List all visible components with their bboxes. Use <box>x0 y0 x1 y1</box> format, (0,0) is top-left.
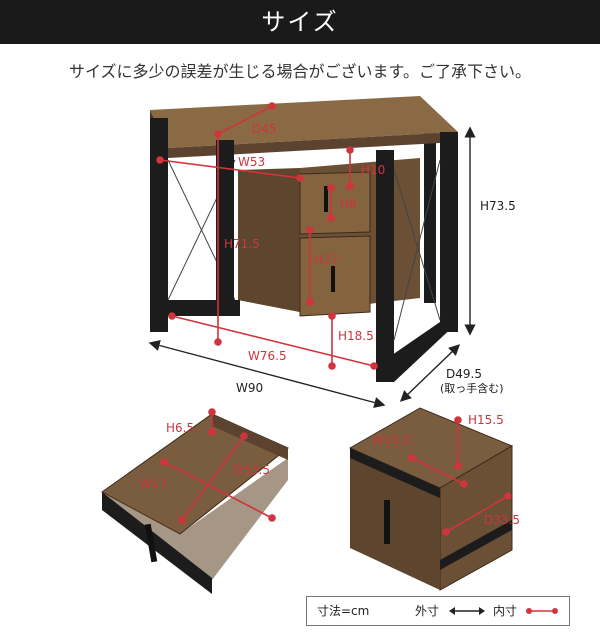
page-title: サイズ <box>261 8 339 36</box>
dim-dot <box>240 432 248 440</box>
desk-top-surface <box>150 96 458 148</box>
label-h8: H8 <box>340 197 357 211</box>
dim-dot <box>296 174 304 182</box>
legend-unit: 寸法=cm <box>317 604 370 618</box>
label-h18-5: H18.5 <box>338 329 374 343</box>
large-drawer-runner <box>440 520 512 570</box>
large-drawer-illustration <box>348 407 514 591</box>
label-small-h6-5: H6.5 <box>166 421 194 435</box>
label-h10: H10 <box>361 163 385 177</box>
legend: 寸法=cm 外寸 内寸 <box>306 596 570 626</box>
dim-arrow-d49-5 <box>399 344 461 402</box>
dim-dot <box>346 182 354 190</box>
small-drawer-back-edge <box>212 414 288 460</box>
dim-dot <box>214 338 222 346</box>
header-bar: サイズ <box>0 0 600 44</box>
dim-dot <box>156 156 164 164</box>
small-drawer-handle <box>144 523 158 563</box>
dim-dot <box>268 514 276 522</box>
label-large-h15-5: H15.5 <box>468 413 504 427</box>
dim-dot <box>268 102 276 110</box>
cross-brace-right-1 <box>393 169 441 321</box>
desk-leg-left-rear-front <box>216 140 234 315</box>
dim-dot <box>327 214 335 222</box>
label-h71-5: H71.5 <box>224 237 260 251</box>
label-w76-5: W76.5 <box>248 349 287 363</box>
label-small-w17: W17 <box>140 477 167 491</box>
dim-dot <box>168 312 176 320</box>
dim-dot <box>454 416 462 424</box>
outer-arrow-icon <box>449 607 485 615</box>
label-d45: D45 <box>252 122 277 136</box>
lower-drawer-handle <box>331 266 335 292</box>
dim-line-small-d33-5 <box>181 435 245 521</box>
dim-dot <box>460 480 468 488</box>
dim-dot <box>327 184 335 192</box>
label-w53: W53 <box>238 155 265 169</box>
desk-illustration <box>150 96 458 382</box>
label-w90: W90 <box>236 381 263 395</box>
label-small-d33-5: D33.5 <box>234 463 270 477</box>
dim-dot <box>454 462 462 470</box>
label-large-w15-5: W15.5 <box>372 433 411 447</box>
small-drawer-illustration <box>101 413 289 594</box>
label-large-d33-5: D33.5 <box>484 513 520 527</box>
label-h27: H27 <box>314 253 338 267</box>
inner-dot-line-icon <box>526 608 558 614</box>
cross-brace-right-2 <box>393 159 441 341</box>
dim-dot <box>346 146 354 154</box>
large-drawer-handle <box>384 500 390 544</box>
desk-top-edge-front <box>168 132 458 158</box>
dim-line-d45 <box>217 105 273 135</box>
label-h73-5: H73.5 <box>480 199 516 213</box>
large-drawer-front-rail <box>350 448 440 498</box>
dim-dot <box>306 226 314 234</box>
dim-dot <box>442 528 450 536</box>
desk-outer-dimensions <box>148 126 476 408</box>
dim-dot <box>160 458 168 466</box>
dim-dot <box>306 298 314 306</box>
dim-dot <box>504 492 512 500</box>
dim-dot <box>208 428 216 436</box>
dim-line-large-d33-5 <box>445 495 509 533</box>
dim-dot <box>328 312 336 320</box>
legend-outer-label: 外寸 <box>415 604 440 618</box>
desk-leg-right-back <box>440 132 458 332</box>
dim-arrow-w90 <box>148 340 386 408</box>
desk-leg-front-left <box>150 118 168 332</box>
desk-leg-back-right <box>424 128 436 303</box>
dim-dot <box>328 362 336 370</box>
dim-line-w53 <box>159 159 301 179</box>
drawer-cabinet-front <box>238 168 300 312</box>
dim-dot <box>178 516 186 524</box>
small-drawer-side <box>102 458 288 580</box>
desk-leg-front-right <box>376 150 394 382</box>
upper-drawer-face <box>299 171 371 235</box>
small-drawer-front <box>102 492 212 594</box>
large-drawer-dimensions <box>408 416 512 536</box>
dim-line-small-w17 <box>163 461 273 519</box>
label-depth-note: (取っ手含む) <box>440 381 504 395</box>
upper-drawer-handle <box>324 186 328 212</box>
dim-dot <box>408 454 416 462</box>
size-notice: サイズに多少の誤差が生じる場合がございます。ご了承下さい。 <box>69 62 531 81</box>
dim-dot <box>370 362 378 370</box>
dim-dot <box>208 408 216 416</box>
legend-inner-label: 内寸 <box>493 604 518 618</box>
small-drawer-dimensions <box>160 408 276 524</box>
dim-line-large-w15-5 <box>411 457 465 485</box>
label-d49-5: D49.5 <box>446 367 482 381</box>
